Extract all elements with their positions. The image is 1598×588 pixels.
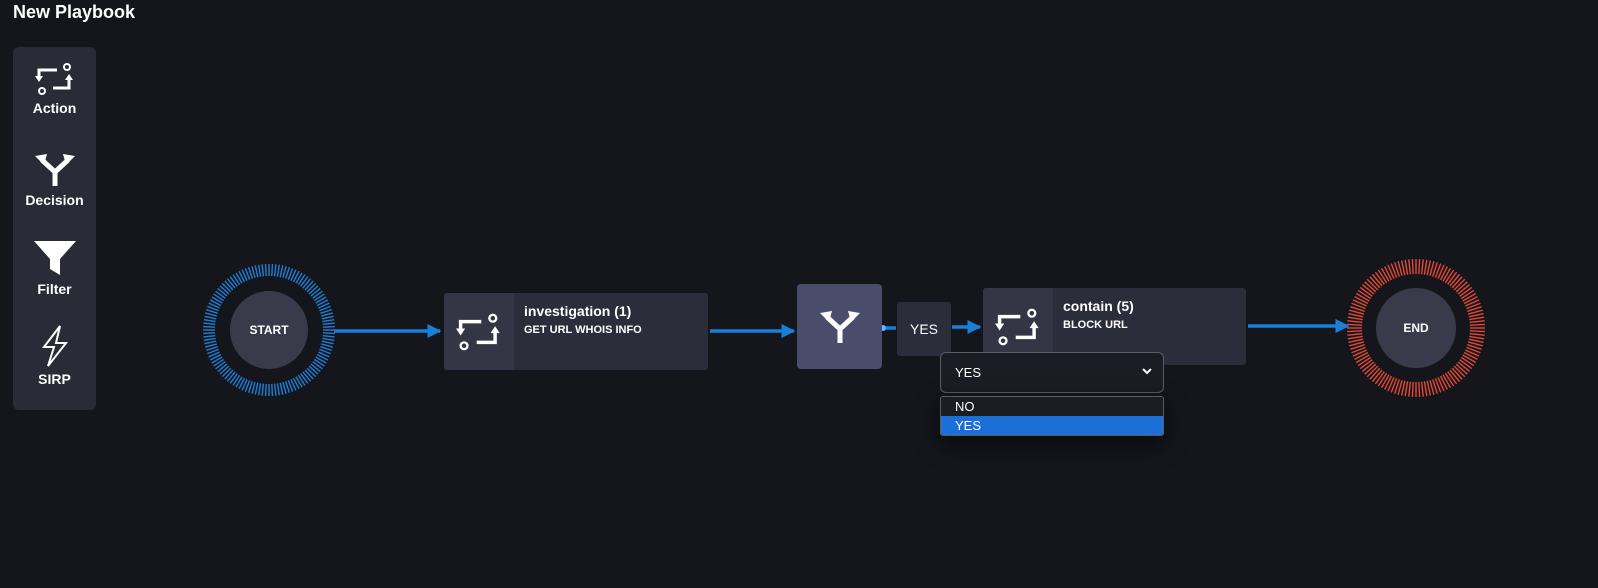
palette-item-sirp[interactable]: SIRP [13, 325, 96, 387]
chevron-down-icon [1142, 368, 1152, 375]
palette-label: Filter [37, 281, 72, 297]
node-subtitle: GET URL WHOIS INFO [524, 324, 642, 336]
page-title: New Playbook [13, 2, 136, 22]
decision-icon [819, 310, 860, 343]
end-node[interactable]: END [1376, 288, 1456, 368]
action-node-investigation[interactable]: investigation (1) GET URL WHOIS INFO [444, 293, 708, 370]
palette-label: Action [32, 100, 77, 116]
end-node-ring [1347, 259, 1485, 397]
palette-item-decision[interactable]: Decision [13, 152, 96, 208]
branch-options-list: NO YES [940, 396, 1164, 436]
palette-label: Decision [25, 192, 84, 208]
action-icon [456, 313, 500, 350]
select-value: YES [955, 365, 982, 380]
option-no[interactable]: NO [955, 399, 975, 414]
decision-node[interactable] [797, 284, 882, 369]
action-node-icon-box [444, 293, 514, 370]
action-icon [34, 63, 73, 95]
node-palette: Action Decision Filter SIRP [13, 47, 96, 410]
palette-item-filter[interactable]: Filter [13, 239, 96, 297]
sirp-icon [41, 325, 68, 367]
action-icon [995, 308, 1039, 345]
option-yes[interactable]: YES [941, 416, 1163, 435]
branch-label-text: YES [909, 321, 938, 337]
palette-item-action[interactable]: Action [13, 62, 96, 116]
node-title: contain (5) [1063, 298, 1134, 314]
node-subtitle: BLOCK URL [1063, 319, 1128, 331]
start-node[interactable]: START [230, 291, 308, 369]
palette-label: SIRP [38, 371, 71, 387]
start-label: START [249, 323, 289, 337]
decision-icon [34, 154, 75, 186]
branch-condition-select[interactable]: YES [940, 352, 1164, 393]
node-title: investigation (1) [524, 303, 632, 319]
start-node-ring [203, 264, 335, 396]
end-label: END [1403, 321, 1429, 335]
branch-label[interactable]: YES [897, 302, 951, 356]
filter-icon [33, 241, 76, 275]
